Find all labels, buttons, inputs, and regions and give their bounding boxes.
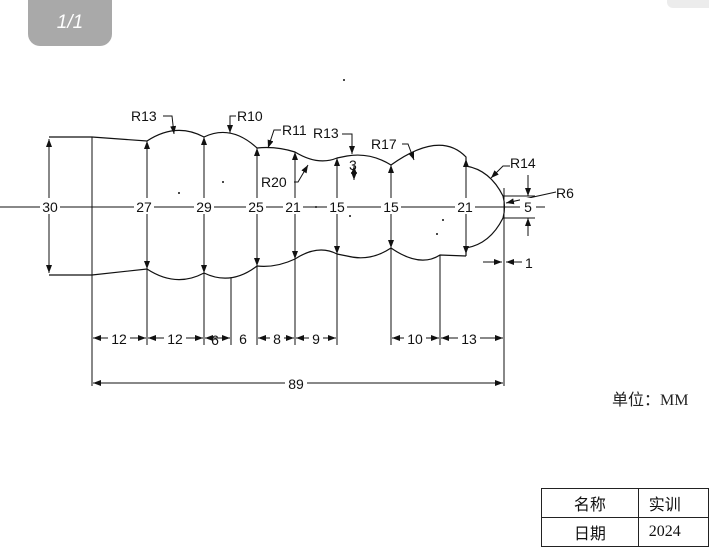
leader-r13b: [342, 133, 355, 154]
len-label-8: 8: [273, 331, 281, 347]
len-label-89: 89: [288, 376, 304, 392]
title-row: 日期 2024: [541, 517, 709, 547]
leader-r10: [227, 115, 236, 133]
len-label-3: 3: [349, 157, 357, 173]
radius-label-r10: R10: [237, 108, 263, 124]
leader-r6: [505, 191, 557, 205]
radius-label-r14: R14: [510, 155, 536, 171]
len-label-1: 1: [525, 255, 533, 271]
title-key: 日期: [541, 517, 639, 547]
dia-label-27: 27: [136, 199, 152, 215]
len-label-9: 9: [312, 331, 320, 347]
corner-control: [667, 0, 709, 8]
leader-r13a: [163, 115, 177, 135]
dia-label-21b: 21: [457, 199, 473, 215]
dia-label-5: 5: [524, 199, 532, 215]
title-key: 名称: [541, 488, 639, 518]
title-block: 名称 实训 日期 2024: [541, 488, 709, 547]
leader-r17: [402, 143, 415, 161]
len-label-6a: 6: [211, 332, 219, 348]
part-profile-upper: [49, 129, 506, 256]
leader-r11: [267, 129, 281, 149]
len-label-13: 13: [461, 331, 477, 347]
dia-label-21a: 21: [285, 199, 301, 215]
dia-label-29: 29: [196, 199, 212, 215]
radius-label-r13b: R13: [313, 125, 339, 141]
dia-label-25: 25: [248, 199, 264, 215]
len-label-12b: 12: [167, 331, 183, 347]
len-label-6b: 6: [239, 331, 247, 347]
radius-label-r11: R11: [282, 122, 307, 138]
dia-label-15a: 15: [329, 199, 345, 215]
unit-label: 单位：MM: [612, 392, 689, 409]
page-indicator[interactable]: 1/1: [28, 0, 112, 46]
radius-label-r6: R6: [556, 185, 574, 201]
len-label-10: 10: [407, 331, 423, 347]
radius-label-r20: R20: [261, 174, 287, 190]
leader-r20: [294, 164, 309, 183]
title-value: 2024: [637, 517, 709, 547]
radius-label-r13a: R13: [131, 108, 157, 124]
radius-label-r17: R17: [371, 136, 397, 152]
dia-label-30: 30: [42, 199, 58, 215]
len-label-12a: 12: [111, 331, 127, 347]
title-value: 实训: [637, 488, 709, 518]
dia-label-15b: 15: [383, 199, 399, 215]
title-row: 名称 实训: [541, 488, 709, 518]
leader-r14: [490, 165, 510, 179]
